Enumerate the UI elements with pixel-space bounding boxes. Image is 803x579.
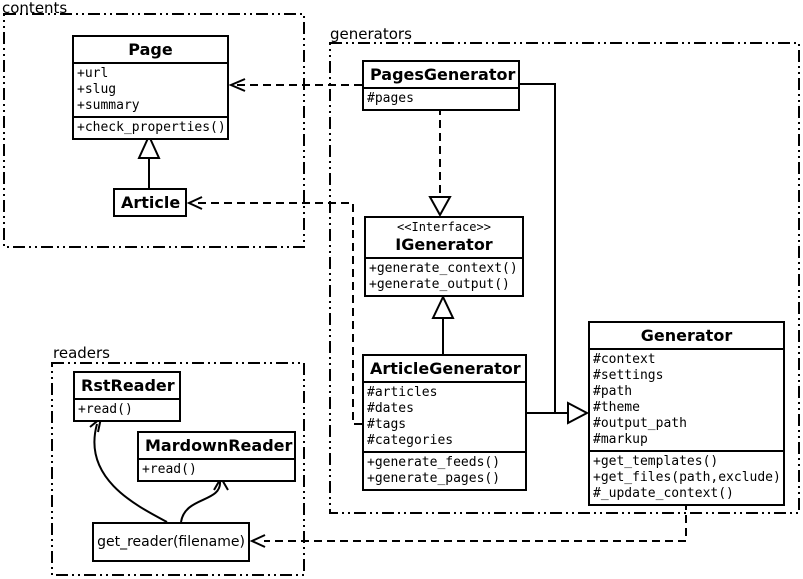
- package-generators-border: [329, 42, 800, 514]
- dependency-articlegenerator-article-line: [193, 202, 362, 425]
- class-rstreader-name: RstReader: [81, 376, 175, 395]
- attribute-row: #markup: [593, 432, 648, 447]
- class-pagesgenerator-name: PagesGenerator: [370, 65, 516, 84]
- attribute-row: #dates: [367, 401, 414, 416]
- class-rstreader: RstReader +read(): [73, 371, 181, 422]
- class-article-name: Article: [121, 193, 181, 212]
- method-row: +check_properties(): [77, 120, 226, 135]
- realization-articlegenerator-igenerator-triangle: [431, 294, 455, 319]
- dependency-articlegenerator-article-arrowhead: [186, 196, 203, 210]
- attribute-row: +url: [77, 66, 109, 81]
- attribute-row: +summary: [77, 98, 140, 113]
- method-row: +generate_output(): [369, 277, 510, 292]
- attribute-row: #tags: [367, 417, 407, 432]
- class-articlegenerator-methods: +generate_feeds() +generate_pages(): [364, 451, 525, 489]
- class-igenerator-methods: +generate_context() +generate_output(): [366, 257, 522, 295]
- class-igenerator-name: IGenerator: [395, 235, 493, 254]
- attribute-row: #output_path: [593, 416, 687, 431]
- method-row: +generate_context(): [369, 261, 518, 276]
- package-contents-border: [3, 13, 305, 248]
- dependency-generator-getreader-line: [264, 502, 687, 542]
- package-readers-border: [51, 362, 305, 576]
- class-page-name: Page: [128, 40, 173, 59]
- dependency-pagesgenerator-page-arrowhead: [228, 78, 246, 92]
- class-igenerator-stereotype: <<Interface>>: [397, 220, 491, 234]
- method-row: +read(): [142, 462, 197, 477]
- method-row: +get_templates(): [593, 454, 719, 469]
- generalization-to-generator-triangle: [567, 401, 590, 425]
- class-pagesgenerator-attributes: #pages: [364, 87, 518, 109]
- attribute-row: #pages: [367, 91, 414, 106]
- generalization-article-page-triangle: [137, 133, 161, 159]
- attribute-row: #path: [593, 384, 633, 399]
- method-row: +generate_feeds(): [367, 455, 501, 470]
- class-generator-name: Generator: [640, 326, 733, 345]
- package-label-contents: contents: [2, 0, 68, 17]
- class-articlegenerator-attributes: #articles #dates #tags #categories: [364, 381, 525, 451]
- attribute-row: +slug: [77, 82, 117, 97]
- uses-getreader-markdownreader-curve: [180, 480, 222, 523]
- method-row: +generate_pages(): [367, 471, 501, 486]
- method-row: +get_files(path,exclude): [593, 470, 781, 485]
- attribute-row: #categories: [367, 433, 454, 448]
- dependency-generator-getreader-arrowhead: [249, 534, 266, 548]
- uses-getreader-rstreader-curve: [93, 423, 168, 523]
- attribute-row: #settings: [593, 368, 664, 383]
- class-articlegenerator-name: ArticleGenerator: [370, 359, 521, 378]
- attribute-row: #context: [593, 352, 656, 367]
- class-articlegenerator: ArticleGenerator #articles #dates #tags …: [362, 354, 527, 491]
- attribute-row: #theme: [593, 400, 640, 415]
- class-article: Article: [113, 188, 187, 217]
- class-generator: Generator #context #settings #path #them…: [588, 321, 785, 506]
- function-get-reader: get_reader(filename): [92, 522, 250, 562]
- realization-pagesgenerator-igenerator-triangle: [428, 196, 452, 218]
- class-markdownreader: MardownReader +read(): [137, 431, 296, 482]
- class-page: Page +url +slug +summary +check_properti…: [72, 35, 229, 140]
- class-generator-attributes: #context #settings #path #theme #output_…: [590, 348, 783, 450]
- class-page-methods: +check_properties(): [74, 116, 227, 138]
- class-markdownreader-methods: +read(): [139, 458, 294, 480]
- class-pagesgenerator: PagesGenerator #pages: [362, 60, 520, 111]
- class-igenerator-title: <<Interface>> IGenerator: [366, 218, 522, 257]
- attribute-row: #articles: [367, 385, 438, 400]
- class-generator-methods: +get_templates() +get_files(path,exclude…: [590, 450, 783, 504]
- method-row: +read(): [78, 402, 133, 417]
- class-markdownreader-name: MardownReader: [145, 436, 293, 455]
- package-label-generators: generators: [330, 25, 412, 43]
- class-rstreader-methods: +read(): [75, 398, 179, 420]
- class-page-attributes: +url +slug +summary: [74, 62, 227, 116]
- generalization-to-generator-lines: [519, 83, 568, 414]
- class-igenerator: <<Interface>> IGenerator +generate_conte…: [364, 216, 524, 297]
- package-label-readers: readers: [53, 344, 110, 362]
- method-row: #_update_context(): [593, 486, 734, 501]
